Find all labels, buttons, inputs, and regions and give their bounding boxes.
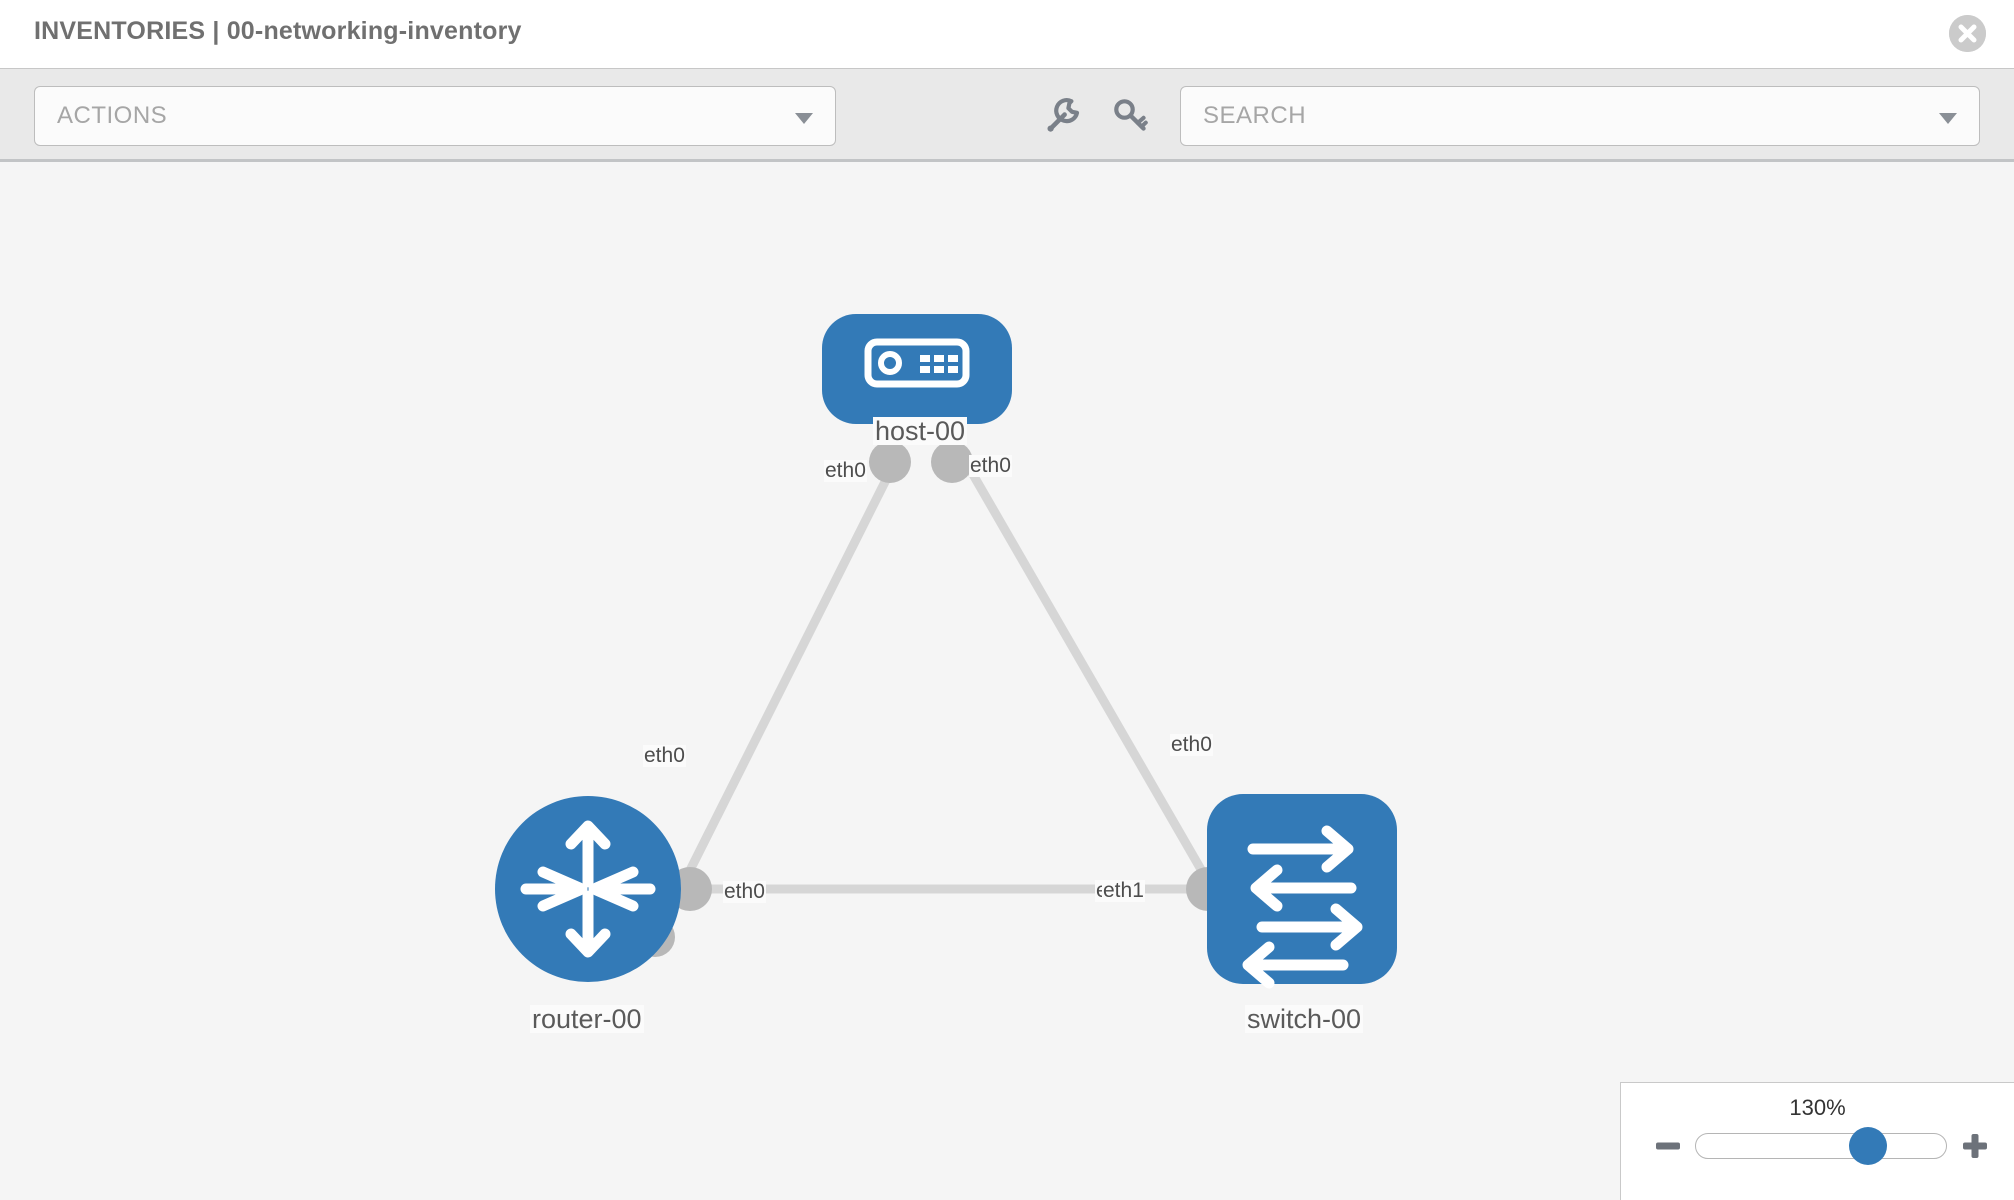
zoom-slider-thumb[interactable]	[1849, 1127, 1887, 1165]
search-input[interactable]: SEARCH	[1180, 86, 1980, 146]
node-host-00-shape	[822, 314, 1012, 424]
toolbar: ACTIONS SEARCH	[0, 68, 2014, 162]
zoom-out-button[interactable]	[1653, 1131, 1683, 1161]
actions-dropdown-label: ACTIONS	[57, 102, 168, 129]
zoom-control-panel: 130%	[1620, 1082, 2014, 1200]
key-button[interactable]	[1110, 95, 1152, 137]
actions-dropdown[interactable]: ACTIONS	[34, 86, 836, 146]
wrench-icon	[1047, 98, 1080, 132]
plus-icon	[1963, 1134, 1987, 1158]
server-icon	[864, 338, 970, 388]
chevron-down-icon	[795, 113, 813, 124]
link-layer	[655, 449, 1244, 940]
minus-icon	[1656, 1142, 1680, 1150]
search-placeholder: SEARCH	[1203, 102, 1307, 129]
page-title: INVENTORIES | 00-networking-inventory	[34, 17, 522, 45]
zoom-slider-track[interactable]	[1695, 1133, 1947, 1159]
connector-host00-left	[869, 441, 911, 483]
key-icon	[1114, 99, 1148, 131]
iface-label-switch00-to-host00: eth0	[1170, 733, 1213, 757]
link-host00-switch00	[956, 449, 1244, 940]
topology-graph	[495, 314, 1397, 989]
wrench-button[interactable]	[1042, 95, 1084, 137]
node-label-host-00: host-00	[873, 416, 968, 446]
chevron-down-icon	[1939, 113, 1957, 124]
title-bar: INVENTORIES | 00-networking-inventory	[0, 0, 2014, 68]
iface-label-host00-to-switch00: eth0	[969, 454, 1012, 478]
iface-label-router00-to-switch00: eth0	[723, 880, 766, 904]
iface-label-switch00-to-router00: eth1	[1102, 879, 1145, 903]
topology-canvas[interactable]: host-00 router-00 switch-00 eth0 eth0 et…	[0, 162, 2014, 1200]
close-circle-icon	[1949, 15, 1986, 52]
node-label-router-00: router-00	[530, 1004, 644, 1034]
connector-host00-right	[931, 441, 973, 483]
zoom-in-button[interactable]	[1960, 1131, 1990, 1161]
close-button[interactable]	[1949, 15, 1986, 52]
node-router-00-shape	[495, 796, 681, 982]
node-label-switch-00: switch-00	[1245, 1004, 1364, 1034]
iface-label-router00-to-host00: eth0	[643, 744, 686, 768]
node-host-00	[822, 314, 1012, 424]
node-router-00	[495, 796, 681, 982]
node-switch-00	[1207, 794, 1397, 989]
router-arrows-icon	[520, 820, 656, 958]
switch-arrows-icon	[1242, 825, 1363, 989]
zoom-level-value: 130%	[1789, 1095, 1846, 1120]
iface-label-host00-to-router00: eth0	[824, 459, 867, 483]
link-host00-router00	[655, 449, 905, 933]
